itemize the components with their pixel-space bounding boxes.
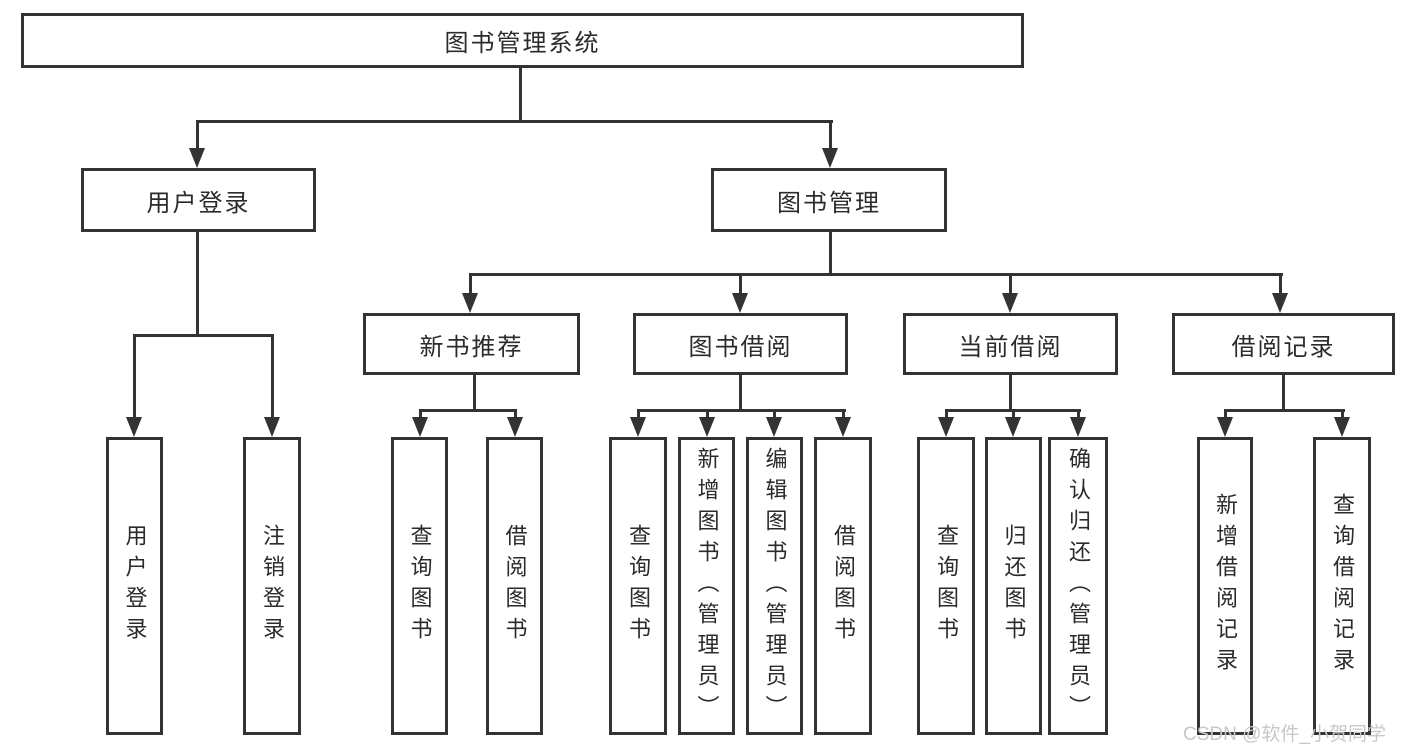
arrow-down-icon [699,417,715,437]
arrow-down-icon [835,417,851,437]
connector-line [1012,409,1015,421]
node-root: 图书管理系统 [21,13,1024,68]
connector-line [1009,273,1012,295]
arrow-down-icon [462,293,478,313]
connector-line [945,409,948,421]
leaf-current-confirm-return-admin: 确认归还（管理员） [1048,437,1108,735]
connector-line [773,409,776,421]
node-borrowing-records: 借阅记录 [1172,313,1395,375]
arrow-down-icon [630,417,646,437]
leaf-borrowing-query-books: 查询图书 [609,437,667,735]
connector-line [739,375,742,411]
node-new-book-recommend: 新书推荐 [363,313,580,375]
connector-line [514,409,517,421]
leaf-borrowing-add-books-admin: 新增图书（管理员） [678,437,735,735]
arrow-down-icon [1005,417,1021,437]
arrow-down-icon [1334,417,1350,437]
leaf-current-query-books: 查询图书 [917,437,975,735]
connector-line [829,232,832,276]
leaf-logout: 注销登录 [243,437,301,735]
connector-line [196,120,199,150]
node-current-borrowing: 当前借阅 [903,313,1118,375]
arrow-down-icon [1217,417,1233,437]
node-user-login: 用户登录 [81,168,316,232]
connector-line [1224,409,1227,421]
arrow-down-icon [938,417,954,437]
connector-line [1282,375,1285,411]
connector-line [1341,409,1344,421]
connector-line [1224,409,1345,412]
connector-line [133,334,136,418]
connector-line [469,273,1283,276]
connector-line [1077,409,1080,421]
connector-line [637,409,640,421]
leaf-current-return-books: 归还图书 [985,437,1042,735]
leaf-user-login: 用户登录 [106,437,163,735]
connector-line [519,68,522,120]
connector-line [1009,375,1012,411]
arrow-down-icon [1272,293,1288,313]
arrow-down-icon [1070,417,1086,437]
connector-line [637,409,846,412]
leaf-borrowing-edit-books-admin: 编辑图书（管理员） [746,437,803,735]
connector-line [842,409,845,421]
connector-line [739,273,742,295]
connector-line [196,120,833,123]
arrow-down-icon [412,417,428,437]
arrow-down-icon [189,148,205,168]
arrow-down-icon [822,148,838,168]
leaf-borrowing-borrow-books: 借阅图书 [814,437,872,735]
connector-line [469,273,472,295]
arrow-down-icon [766,417,782,437]
leaf-newbook-borrow-books: 借阅图书 [486,437,543,735]
node-book-borrowing: 图书借阅 [633,313,848,375]
arrow-down-icon [264,417,280,437]
connector-line [133,334,274,337]
connector-line [196,232,199,335]
connector-line [271,334,274,418]
connector-line [473,375,476,411]
connector-line [419,409,517,412]
connector-line [419,409,422,421]
leaf-newbook-query-books: 查询图书 [391,437,448,735]
node-book-management: 图书管理 [711,168,947,232]
csdn-watermark: CSDN @软件_小贺同学 [1183,724,1386,745]
connector-line [706,409,709,421]
arrow-down-icon [507,417,523,437]
arrow-down-icon [126,417,142,437]
connector-line [1279,273,1282,295]
arrow-down-icon [1002,293,1018,313]
leaf-records-query-record: 查询借阅记录 [1313,437,1371,735]
connector-line [829,120,832,150]
arrow-down-icon [732,293,748,313]
leaf-records-add-record: 新增借阅记录 [1197,437,1253,735]
